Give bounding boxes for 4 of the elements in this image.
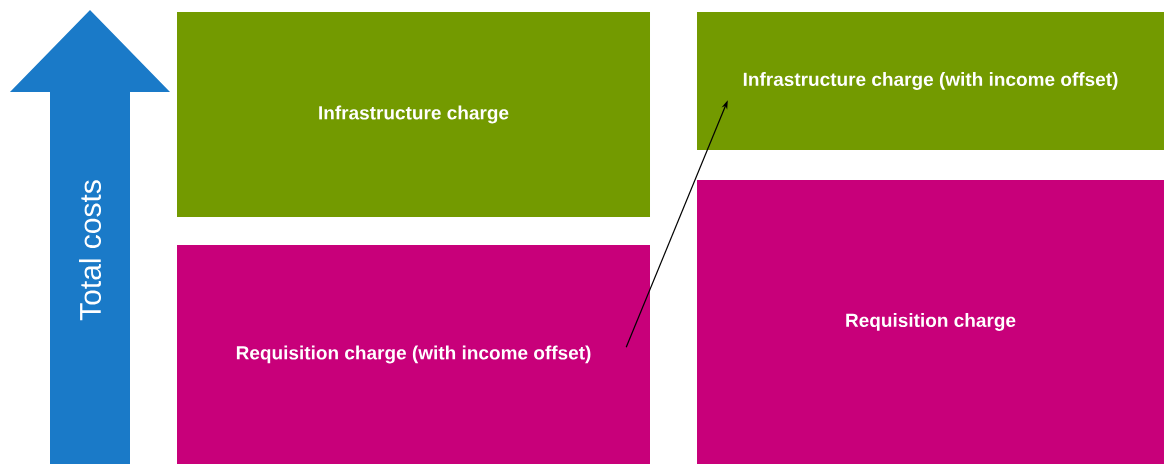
cost-box: Requisition charge xyxy=(697,180,1164,464)
cost-box: Infrastructure charge (with income offset) xyxy=(697,12,1164,150)
cost-box: Requisition charge (with income offset) xyxy=(177,245,650,464)
cost-box: Infrastructure charge xyxy=(177,12,650,217)
